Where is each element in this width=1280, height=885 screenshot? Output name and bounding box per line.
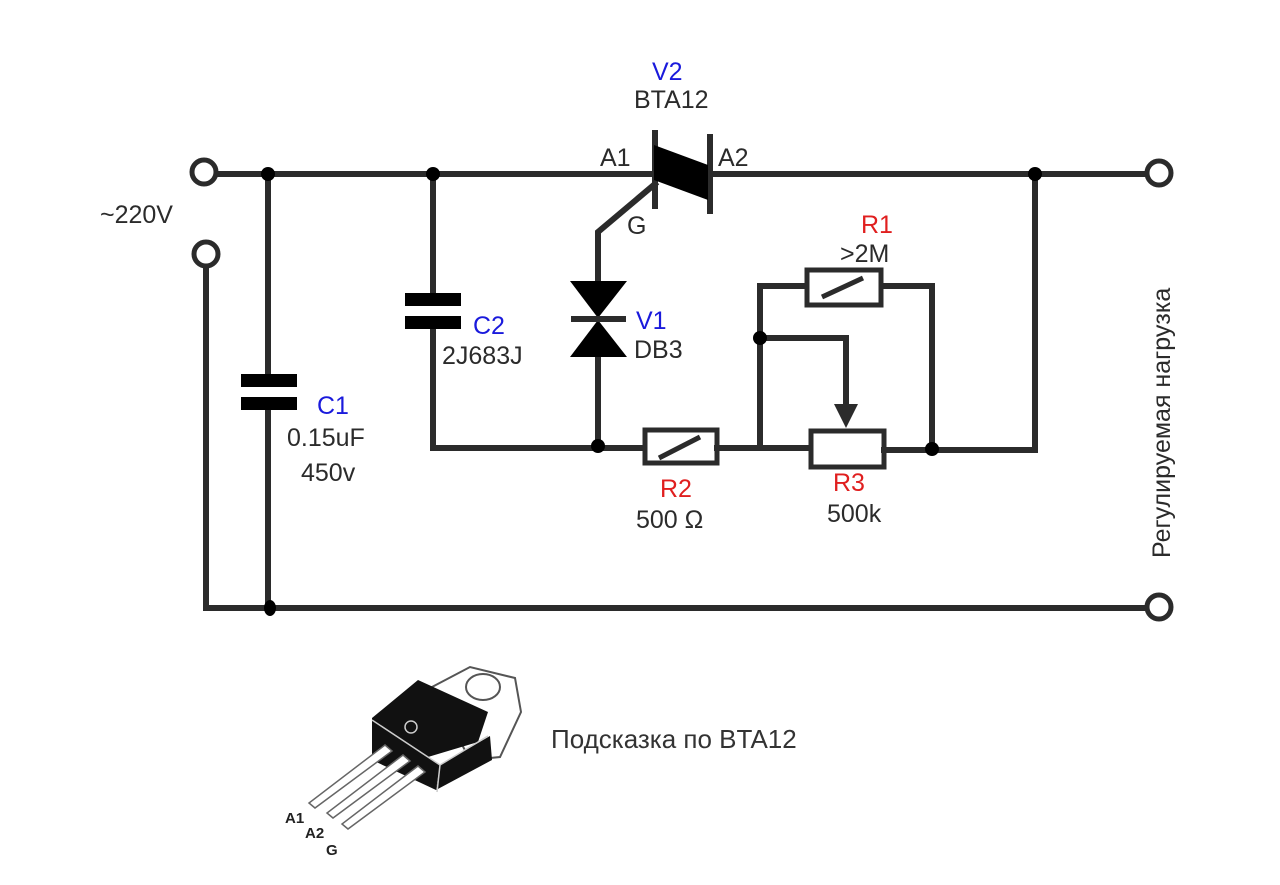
r3-ref: R3 [833,469,865,497]
diac-triangle-down [570,281,627,318]
lead-a1 [307,744,394,809]
wires [203,171,1150,611]
resistor-body [642,427,720,466]
c2-wire-bottom [430,325,646,451]
r1-ref: R1 [861,211,893,239]
wiper-arrow-icon [834,404,858,428]
lead-a2 [325,754,412,819]
capacitor-plate [241,397,297,410]
junction-dot [264,600,276,616]
capacitor-plate [241,374,297,387]
c1-value-2: 450v [301,459,356,487]
pin-label-a1: A1 [285,810,304,827]
c1-ref: C1 [317,392,349,420]
junction-dot [426,167,440,181]
junctions [261,167,1042,616]
resistor-r2 [642,427,720,466]
bta12-package-illustration: A1 A2 G [285,665,523,859]
gate-wire [595,179,660,288]
r2-right-wire [714,283,809,451]
c2-ref: C2 [473,312,505,340]
capacitor-plate [405,293,461,306]
bottom-rail [203,265,1150,611]
capacitor-c2 [405,293,461,329]
potentiometer-body [808,428,887,470]
load-label: Регулируемая нагрузка [1148,288,1176,558]
v2-value: BTA12 [634,86,709,114]
junction-dot [591,439,605,453]
r3-value: 500k [827,500,882,528]
junction-dot [753,331,767,345]
c1-value-1: 0.15uF [287,424,365,452]
supply-terminal-top [189,157,219,187]
triac-v2 [652,130,713,214]
labels: ~220V V2 BTA12 A1 A2 G V1 DB3 C2 2J683J … [100,58,1176,558]
diac-triangle-up [570,320,627,357]
package-edge [436,764,441,793]
terminals [189,157,1174,622]
triac-body [654,145,708,200]
supply-label: ~220V [100,201,173,229]
load-terminal-bottom [1144,592,1174,622]
r3-right-wire [881,171,1038,453]
r2-value: 500 Ω [636,506,703,534]
potentiometer-r3 [808,404,887,470]
pin-label-g: G [326,842,338,859]
v1-value: DB3 [634,336,683,364]
junction-dot [261,167,275,181]
resistor-r1 [804,267,884,308]
capacitor-plate [405,316,461,329]
junction-dot [925,442,939,456]
hint-caption: Подсказка по BTA12 [551,724,797,754]
v2-ref: V2 [652,58,683,86]
diac-v1 [570,281,627,357]
r2-ref: R2 [660,475,692,503]
c2-value: 2J683J [442,342,523,370]
r1-right-wire [879,283,935,453]
mounting-hole-icon [465,673,501,701]
load-terminal-top [1144,158,1174,188]
v1-ref: V1 [636,307,667,335]
capacitor-c1 [241,374,297,410]
supply-terminal-bottom [191,239,221,269]
resistor-slash [820,275,865,300]
package-body-side [436,736,492,790]
v2-pin-g: G [627,212,646,240]
r1-value: >2M [840,240,889,268]
r3-wiper-wire [757,335,849,411]
pin1-marker-icon [404,720,418,734]
resistor-slash [657,434,702,461]
v2-pin-a1: A1 [600,144,631,172]
pin-label-a2: A2 [305,825,324,842]
lead-g [340,765,427,830]
resistor-body [804,267,884,308]
junction-dot [1028,167,1042,181]
v2-pin-a2: A2 [718,144,749,172]
